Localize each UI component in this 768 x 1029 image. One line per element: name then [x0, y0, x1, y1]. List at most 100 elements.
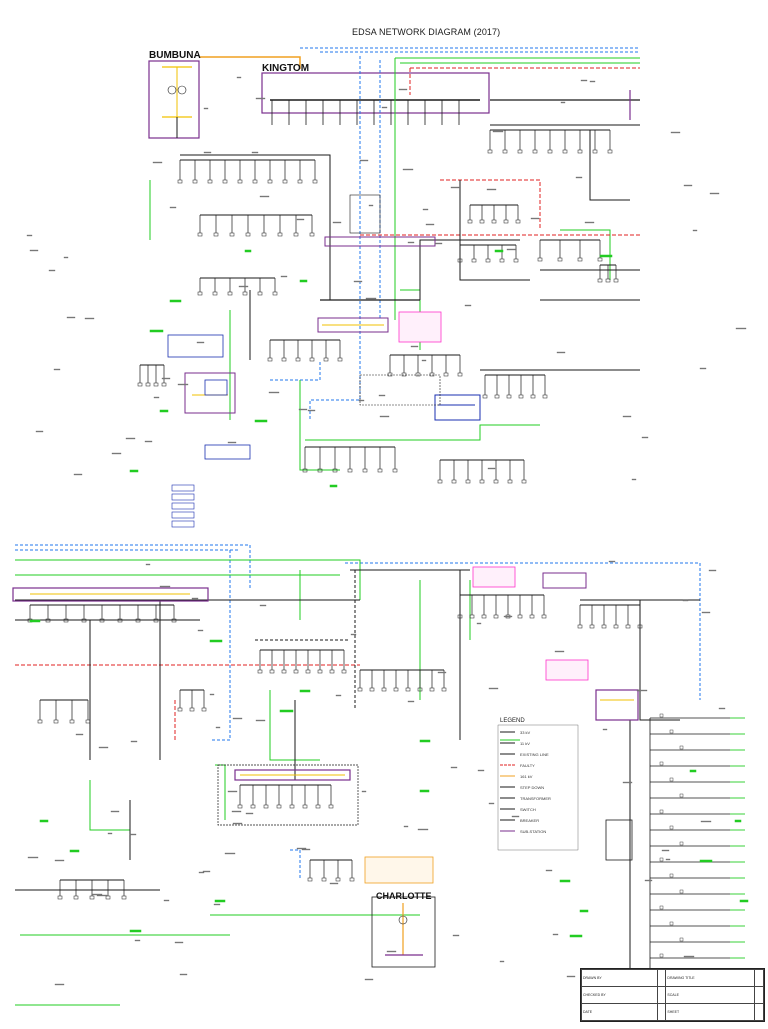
legend-item: FAULTY: [520, 763, 535, 768]
fan-left-3-load-3: [242, 291, 248, 296]
text-mark-104: [580, 79, 588, 82]
text-mark-5: [96, 894, 108, 897]
text-mark-6: [268, 391, 280, 394]
fan-bottom-lower-load-2: [335, 877, 341, 882]
fan-bottom-lower-load-3: [349, 877, 355, 882]
fan-bottom-right-load-1: [469, 614, 475, 619]
text-mark-32: [735, 327, 747, 330]
text-mark-36: [153, 396, 160, 399]
fan-bottom-mid-drop-load-0: [237, 804, 243, 809]
page-title: EDSA NETWORK DIAGRAM (2017): [352, 27, 501, 37]
text-mark-78: [353, 280, 363, 283]
ladder-box-10: [669, 873, 674, 878]
fan-bottom-west-load-5: [117, 618, 123, 623]
fan-left-2-load-3: [245, 232, 251, 237]
text-mark-54: [84, 317, 95, 320]
fan-mid-right-load-4: [515, 219, 521, 224]
fan-bottom-far-right-load-3: [613, 624, 619, 629]
text-mark-89: [335, 694, 342, 697]
text-mark-102: [381, 106, 388, 109]
fan-central-left-load-0: [267, 357, 273, 362]
legend-item: BREAKER: [520, 818, 540, 823]
fan-top-left-load-4: [237, 179, 243, 184]
feeder-blue-bottom-3: [345, 562, 701, 700]
text-mark-132: [506, 248, 517, 251]
text-mark-112: [29, 249, 39, 252]
green-label-15: [69, 849, 80, 853]
text-mark-31: [227, 790, 238, 793]
text-mark-56: [203, 107, 209, 110]
fan-bottom-center-load-4: [305, 669, 311, 674]
fan-bottom-center-load-0: [257, 669, 263, 674]
feeder-black-left-1: [180, 154, 331, 200]
text-mark-25: [259, 604, 267, 607]
fan-bottom-mid-load-0: [437, 479, 443, 484]
text-mark-107: [296, 847, 307, 850]
title-block-cell: [754, 986, 764, 1004]
legend-item: STEP DOWN: [520, 785, 545, 790]
green-label-4: [299, 279, 308, 283]
green-label-23: [739, 899, 749, 903]
fan-top-left-load-3: [222, 179, 228, 184]
fan-left-3-load-0: [197, 291, 203, 296]
note-box-orange: [364, 856, 434, 884]
text-mark-13: [145, 563, 151, 566]
fan-far-left-load-3: [161, 382, 167, 387]
label-box-blue-lower: [204, 444, 251, 460]
text-mark-139: [174, 941, 184, 944]
fan-bottom-left-2-load-3: [85, 719, 91, 724]
fan-top-left-load-5: [252, 179, 258, 184]
legend-title: LEGEND: [500, 718, 525, 724]
fan-bottom-left-load-0: [302, 468, 308, 473]
fan-top-right-load-5: [562, 149, 568, 154]
text-mark-41: [198, 871, 205, 874]
text-mark-98: [203, 151, 212, 154]
fan-bottom-center-2-load-7: [441, 687, 447, 692]
fan-bottom-left-load-3: [347, 468, 353, 473]
fan-bottom-mid-drop-load-6: [315, 804, 321, 809]
fan-bottom-west-load-6: [135, 618, 141, 623]
fan-bottom-center-2-load-6: [429, 687, 435, 692]
fan-mid-right-load-1: [479, 219, 485, 224]
legend-item: 33 kV: [520, 730, 531, 735]
fan-central-left-load-4: [323, 357, 329, 362]
feeder-green-bottom-4: [89, 780, 130, 831]
fan-mid-right-load-0: [467, 219, 473, 224]
fan-bottom-center-load-2: [281, 669, 287, 674]
text-mark-125: [437, 671, 447, 674]
green-label-8: [599, 254, 613, 258]
fan-top-right-load-2: [517, 149, 523, 154]
fan-bottom-west-load-2: [63, 618, 69, 623]
text-mark-118: [26, 234, 33, 237]
text-mark-61: [602, 728, 608, 731]
text-mark-14: [144, 440, 153, 443]
text-mark-17: [130, 740, 138, 743]
text-mark-43: [701, 611, 711, 614]
feeder-black-branch: [459, 180, 530, 281]
text-mark-30: [296, 218, 305, 221]
title-block-cell: [656, 986, 667, 1004]
green-label-26: [214, 899, 226, 903]
fan-far-left-load-1: [145, 382, 151, 387]
feeder-blue-lower: [270, 360, 321, 381]
fan-bottom-mid-drop-load-3: [276, 804, 282, 809]
green-label-5: [254, 419, 268, 423]
text-mark-0: [111, 452, 122, 455]
ladder-box-15: [659, 953, 664, 958]
station-label-charlotte: CHARLOTTE: [376, 891, 432, 901]
text-mark-109: [98, 746, 109, 749]
fan-left-3-load-5: [272, 291, 278, 296]
substation-box-blue: [434, 394, 481, 421]
ladder-box-8: [679, 841, 684, 846]
legend-item: 161 kV: [520, 774, 533, 779]
fan-bottom-mid-load-1: [451, 479, 457, 484]
text-mark-60: [421, 359, 427, 362]
substation-box-right-small: [605, 819, 633, 861]
fan-bottom-left-load-4: [362, 468, 368, 473]
fan-top-right-load-8: [607, 149, 613, 154]
text-mark-105: [407, 700, 415, 703]
fan-top-left-load-1: [192, 179, 198, 184]
